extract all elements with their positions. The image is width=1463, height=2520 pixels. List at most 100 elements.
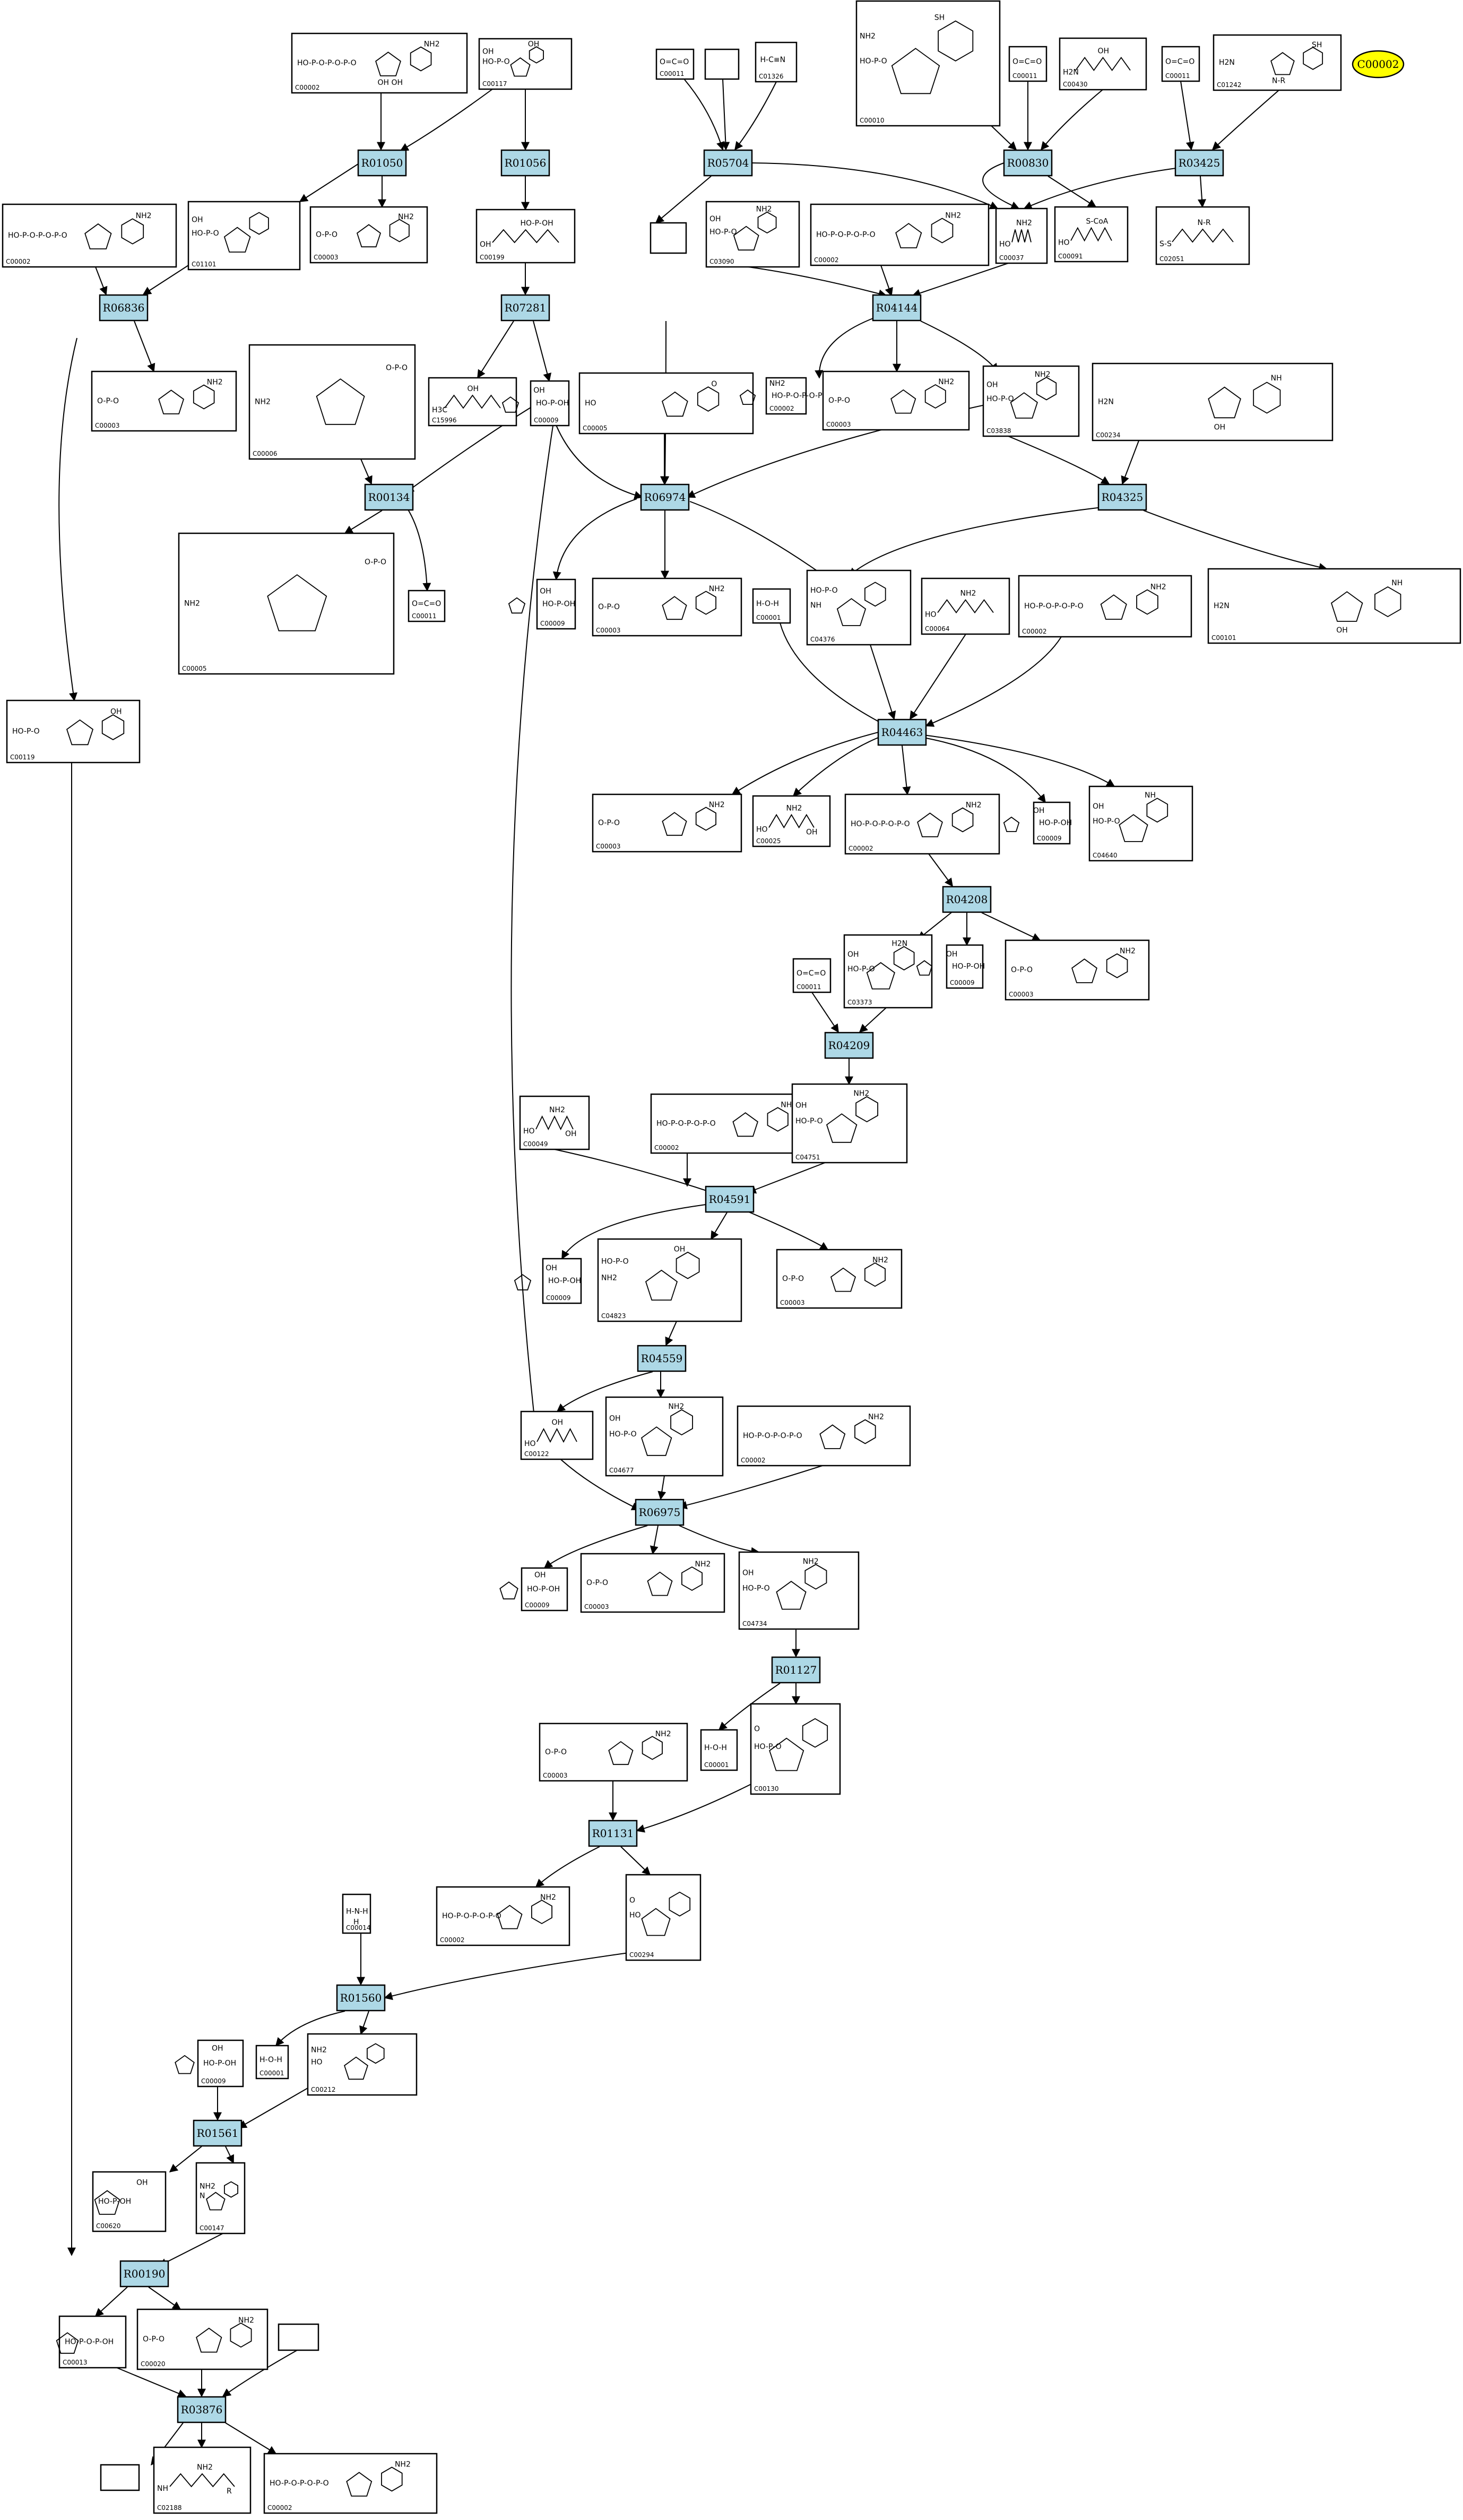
- compound-box[interactable]: [58, 2315, 127, 2369]
- reaction-box[interactable]: [336, 1984, 386, 2012]
- reaction-box[interactable]: [193, 2119, 243, 2147]
- compound-box[interactable]: [765, 377, 807, 415]
- reaction-node[interactable]: R06974: [640, 483, 690, 511]
- reaction-node[interactable]: R01127: [771, 1656, 821, 1684]
- compound-box[interactable]: [1207, 568, 1461, 644]
- compound-box[interactable]: [580, 1553, 725, 1613]
- compound-box[interactable]: [592, 793, 742, 853]
- compound-box[interactable]: [1018, 575, 1192, 638]
- reaction-node[interactable]: R01131: [588, 1820, 638, 1847]
- compound-box[interactable]: [408, 590, 446, 622]
- compound-box[interactable]: [436, 1886, 570, 1946]
- compound-box[interactable]: [1155, 206, 1250, 265]
- compound-box[interactable]: [521, 1567, 568, 1612]
- compound-box[interactable]: [428, 377, 517, 427]
- compound-node[interactable]: [650, 222, 687, 254]
- reaction-node[interactable]: R03876: [177, 2396, 227, 2423]
- compound-box[interactable]: [178, 532, 395, 675]
- reaction-box[interactable]: [703, 149, 753, 177]
- reaction-node[interactable]: R00190: [119, 2260, 169, 2288]
- compound-box[interactable]: [946, 944, 984, 989]
- compound-node[interactable]: [704, 48, 740, 80]
- compound-box[interactable]: [578, 372, 754, 435]
- reaction-node[interactable]: R06975: [635, 1499, 685, 1526]
- reaction-node[interactable]: R04463: [877, 718, 927, 746]
- compound-box[interactable]: [752, 588, 791, 624]
- compound-box[interactable]: [136, 2308, 269, 2370]
- compound-box[interactable]: [705, 201, 800, 268]
- reaction-box[interactable]: [99, 294, 149, 322]
- reaction-box[interactable]: [1003, 149, 1053, 177]
- compound-box[interactable]: [197, 2039, 244, 2088]
- compound-box[interactable]: [592, 577, 742, 637]
- compound-box[interactable]: [806, 569, 912, 646]
- compound-box[interactable]: [195, 2162, 246, 2235]
- compound-box[interactable]: [100, 2464, 140, 2491]
- compound-box[interactable]: [1054, 206, 1129, 263]
- reaction-node[interactable]: R01056: [500, 149, 550, 177]
- compound-box[interactable]: [263, 2453, 438, 2514]
- compound-box[interactable]: [542, 1258, 582, 1304]
- compound-box[interactable]: [91, 370, 237, 432]
- reaction-node[interactable]: R04325: [1097, 483, 1147, 511]
- reaction-node[interactable]: R00830: [1003, 149, 1053, 177]
- compound-box[interactable]: [1008, 46, 1048, 82]
- compound-box[interactable]: [844, 793, 1000, 855]
- reaction-box[interactable]: [872, 294, 922, 322]
- reaction-node[interactable]: R04559: [637, 1345, 687, 1372]
- compound-box[interactable]: [187, 201, 301, 271]
- reaction-box[interactable]: [637, 1345, 687, 1372]
- compound-box[interactable]: [309, 206, 428, 264]
- reaction-box[interactable]: [500, 294, 550, 322]
- reaction-node[interactable]: R04209: [824, 1032, 874, 1059]
- reaction-box[interactable]: [824, 1032, 874, 1059]
- compound-box[interactable]: [1059, 37, 1147, 91]
- compound-box[interactable]: [519, 1095, 590, 1150]
- compound-box[interactable]: [995, 207, 1048, 264]
- compound-box[interactable]: [1213, 34, 1342, 91]
- reaction-box[interactable]: [500, 149, 550, 177]
- compound-box[interactable]: [822, 370, 970, 431]
- reaction-node[interactable]: R04591: [705, 1185, 755, 1213]
- compound-box[interactable]: [255, 2045, 289, 2080]
- reaction-node[interactable]: R01561: [193, 2119, 243, 2147]
- reaction-box[interactable]: [1174, 149, 1224, 177]
- compound-box[interactable]: [307, 2033, 418, 2096]
- reaction-node[interactable]: R01560: [336, 1984, 386, 2012]
